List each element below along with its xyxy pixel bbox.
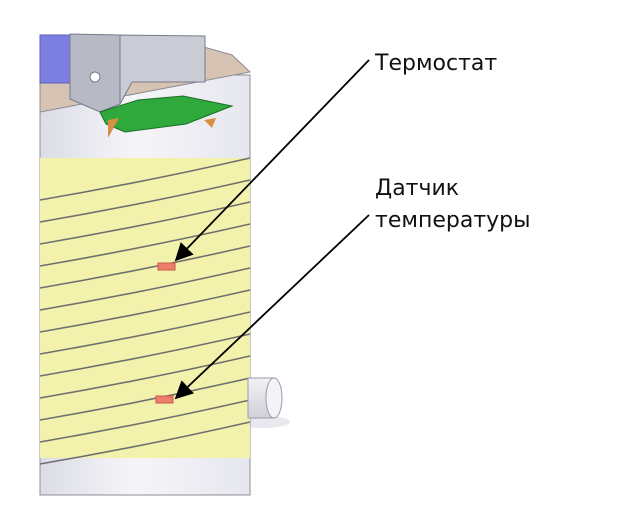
mounting-plate-flap <box>119 34 206 105</box>
callout-sensor-line2: температуры <box>375 208 531 233</box>
callout-sensor-line1: Датчик <box>375 176 460 201</box>
mounting-hole <box>89 71 101 83</box>
bracket-foot-left <box>108 118 119 138</box>
arrow-sensor <box>174 214 370 400</box>
component-box <box>39 34 76 84</box>
bracket-foot-right <box>204 118 216 128</box>
arrow-thermostat <box>174 59 370 262</box>
coil-turns <box>39 157 251 465</box>
pipe-opening <box>265 377 283 419</box>
callout-thermostat: Термостат <box>375 51 498 76</box>
sensor-patch-upper <box>157 262 176 271</box>
sensor-patch-lower <box>155 395 174 404</box>
